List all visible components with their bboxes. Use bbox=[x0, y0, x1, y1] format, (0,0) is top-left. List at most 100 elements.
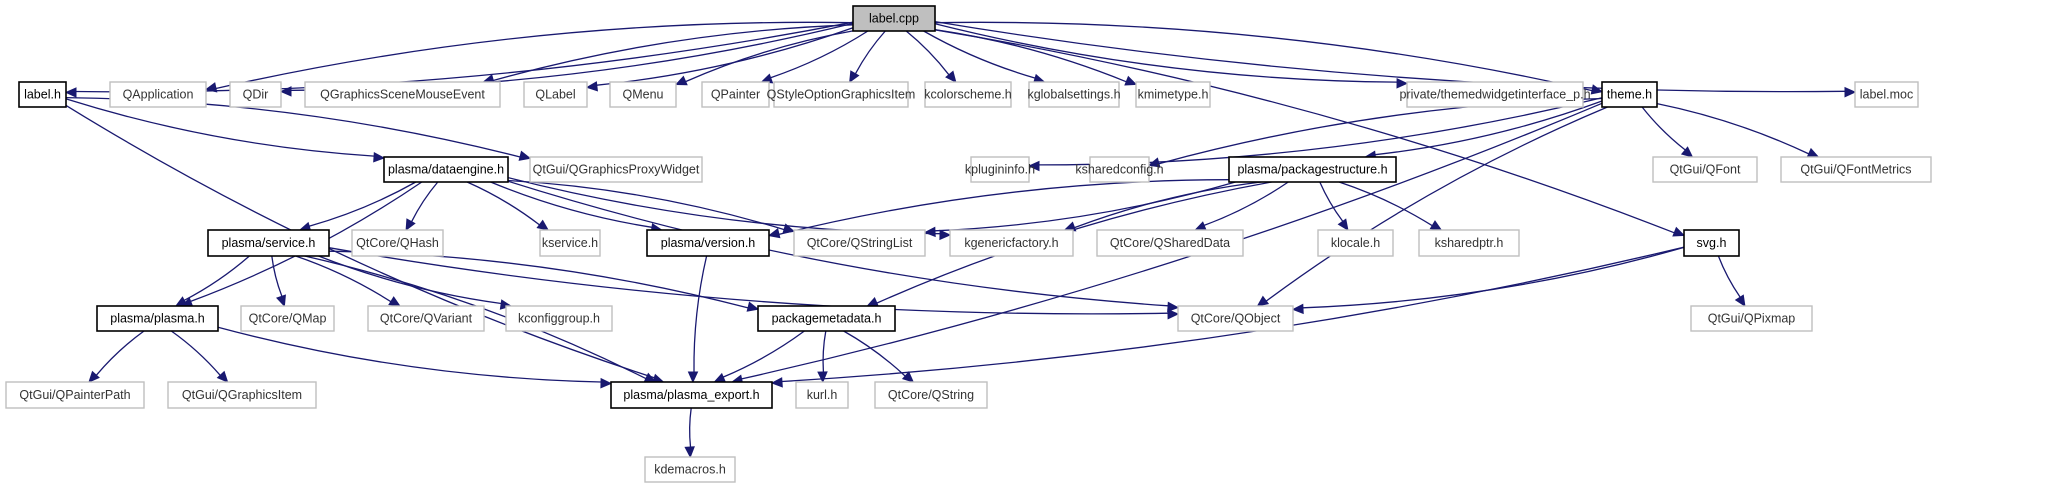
edge-theme_h-to-kplugininfo_h bbox=[1038, 97, 1603, 166]
node-label: kgenericfactory.h bbox=[964, 236, 1058, 250]
edge-service_h-to-QObject bbox=[328, 247, 1169, 315]
edge-svg_h-to-plasma_export_h bbox=[781, 246, 1685, 383]
arrowhead-icon bbox=[1256, 295, 1270, 307]
edge-theme_h-to-plasma_export_h bbox=[741, 102, 1603, 380]
arrowhead-icon bbox=[767, 228, 781, 239]
node-label: kplugininfo.h bbox=[965, 163, 1035, 177]
node-box[interactable] bbox=[610, 381, 773, 409]
graph-node-qstyleoptiongraphicsitem: QStyleOptionGraphicsItem bbox=[767, 81, 915, 108]
graph-node-qdir: QDir bbox=[229, 81, 282, 108]
node-label: ksharedconfig.h bbox=[1075, 163, 1163, 177]
graph-node-label-h[interactable]: label.h bbox=[18, 81, 67, 108]
arrowhead-icon bbox=[674, 75, 688, 86]
node-box bbox=[1135, 81, 1211, 108]
node-box bbox=[1690, 305, 1813, 332]
graph-node-qmap: QtCore/QMap bbox=[240, 305, 335, 332]
arrowhead-icon bbox=[1844, 86, 1857, 98]
arrowhead-icon bbox=[64, 87, 77, 98]
node-box bbox=[644, 456, 736, 483]
arrowhead-icon bbox=[1194, 221, 1207, 232]
graph-node-label-cpp[interactable]: label.cpp bbox=[852, 5, 936, 32]
node-box bbox=[874, 381, 988, 409]
node-label: QtGui/QPixmap bbox=[1708, 312, 1796, 326]
node-box bbox=[609, 81, 677, 108]
node-label: QtGui/QFontMetrics bbox=[1800, 163, 1911, 177]
node-box bbox=[949, 229, 1074, 257]
node-label: label.cpp bbox=[869, 12, 919, 26]
arrowhead-icon bbox=[1124, 75, 1138, 86]
arrowhead-icon bbox=[1590, 84, 1604, 95]
node-label: QDir bbox=[243, 88, 269, 102]
node-box[interactable] bbox=[646, 229, 770, 257]
node-box[interactable] bbox=[757, 305, 896, 332]
arrowhead-icon bbox=[817, 371, 828, 384]
node-label: QtGui/QFont bbox=[1670, 163, 1741, 177]
arrowhead-icon bbox=[1167, 308, 1180, 320]
graph-node-svg-h[interactable]: svg.h bbox=[1683, 229, 1740, 257]
node-box bbox=[523, 81, 588, 108]
edge-label_cpp-to-QLabel bbox=[596, 27, 854, 86]
node-label: kconfiggroup.h bbox=[518, 312, 600, 326]
node-label: QPainter bbox=[711, 88, 760, 102]
graph-node-label-moc: label.moc bbox=[1854, 81, 1919, 108]
arrowhead-icon bbox=[88, 370, 100, 383]
arrowhead-icon bbox=[1167, 301, 1180, 313]
node-box bbox=[167, 381, 317, 409]
arrowhead-icon bbox=[276, 294, 286, 308]
arrowhead-icon bbox=[174, 296, 188, 307]
node-label: label.h bbox=[24, 88, 61, 102]
node-box[interactable] bbox=[852, 5, 936, 32]
graph-node-plasma-export-h[interactable]: plasma/plasma_export.h bbox=[610, 381, 773, 409]
graph-node-kconfiggroup-h: kconfiggroup.h bbox=[505, 305, 613, 332]
edge-label_cpp-to-label_moc bbox=[934, 20, 1846, 93]
node-label: QMenu bbox=[623, 88, 664, 102]
node-box[interactable] bbox=[96, 305, 219, 332]
node-box bbox=[1028, 81, 1120, 108]
arrowhead-icon bbox=[746, 301, 760, 312]
node-label: kmimetype.h bbox=[1138, 88, 1209, 102]
arrowhead-icon bbox=[600, 377, 613, 389]
arrowhead-icon bbox=[687, 371, 699, 384]
edge-dataengine_h-to-kservice_h bbox=[466, 181, 540, 226]
graph-node-qgraphicsproxywidget: QtGui/QGraphicsProxyWidget bbox=[529, 156, 703, 183]
node-label: plasma/packagestructure.h bbox=[1237, 163, 1387, 177]
graph-node-qfont: QtGui/QFont bbox=[1652, 156, 1758, 183]
edge-service_h-to-QMap bbox=[271, 255, 283, 297]
node-box[interactable] bbox=[383, 156, 509, 183]
graph-node-service-h[interactable]: plasma/service.h bbox=[207, 229, 330, 257]
node-box[interactable] bbox=[18, 81, 67, 108]
node-box bbox=[773, 81, 909, 108]
node-label: QLabel bbox=[535, 88, 575, 102]
graph-node-kservice-h: kservice.h bbox=[539, 229, 601, 257]
arrowhead-icon bbox=[1291, 303, 1304, 315]
node-label: QtGui/QPainterPath bbox=[19, 388, 130, 402]
graph-node-kcolorscheme-h: kcolorscheme.h bbox=[924, 81, 1012, 108]
arrowhead-icon bbox=[405, 218, 416, 232]
graph-node-theme-h[interactable]: theme.h bbox=[1601, 81, 1658, 108]
arrowhead-icon bbox=[866, 296, 879, 307]
graph-node-qgraphicsscenemouseevent: QGraphicsSceneMouseEvent bbox=[304, 81, 501, 108]
graph-node-packagestructure-h[interactable]: plasma/packagestructure.h bbox=[1228, 156, 1397, 183]
edge-theme_h-to-QFont bbox=[1641, 106, 1686, 151]
graph-node-themedwidgetinterface: private/themedwidgetinterface_p.h bbox=[1399, 81, 1591, 108]
graph-node-dataengine-h[interactable]: plasma/dataengine.h bbox=[383, 156, 509, 183]
graph-node-qstring: QtCore/QString bbox=[874, 381, 988, 409]
node-box[interactable] bbox=[1683, 229, 1740, 257]
edge-label_h-to-dataengine_h bbox=[65, 98, 375, 157]
graph-node-plasma-h[interactable]: plasma/plasma.h bbox=[96, 305, 219, 332]
graph-node-kmimetype-h: kmimetype.h bbox=[1135, 81, 1211, 108]
edge-packagestructure_h-to-ksharedptr_h bbox=[1338, 181, 1433, 227]
node-box bbox=[5, 381, 145, 409]
node-box[interactable] bbox=[1601, 81, 1658, 108]
edge-theme_h-to-packagestructure_h bbox=[1375, 100, 1603, 156]
graph-node-packagemetadata-h[interactable]: packagemetadata.h bbox=[757, 305, 896, 332]
node-box[interactable] bbox=[1228, 156, 1397, 183]
node-box[interactable] bbox=[207, 229, 330, 257]
graph-node-qhash: QtCore/QHash bbox=[351, 229, 444, 257]
edge-theme_h-to-QFontMetrics bbox=[1656, 102, 1810, 155]
graph-node-version-h[interactable]: plasma/version.h bbox=[646, 229, 770, 257]
arrowhead-icon bbox=[1396, 78, 1409, 89]
node-box bbox=[1089, 156, 1150, 183]
edge-label_cpp-to-QPainter bbox=[770, 30, 869, 79]
